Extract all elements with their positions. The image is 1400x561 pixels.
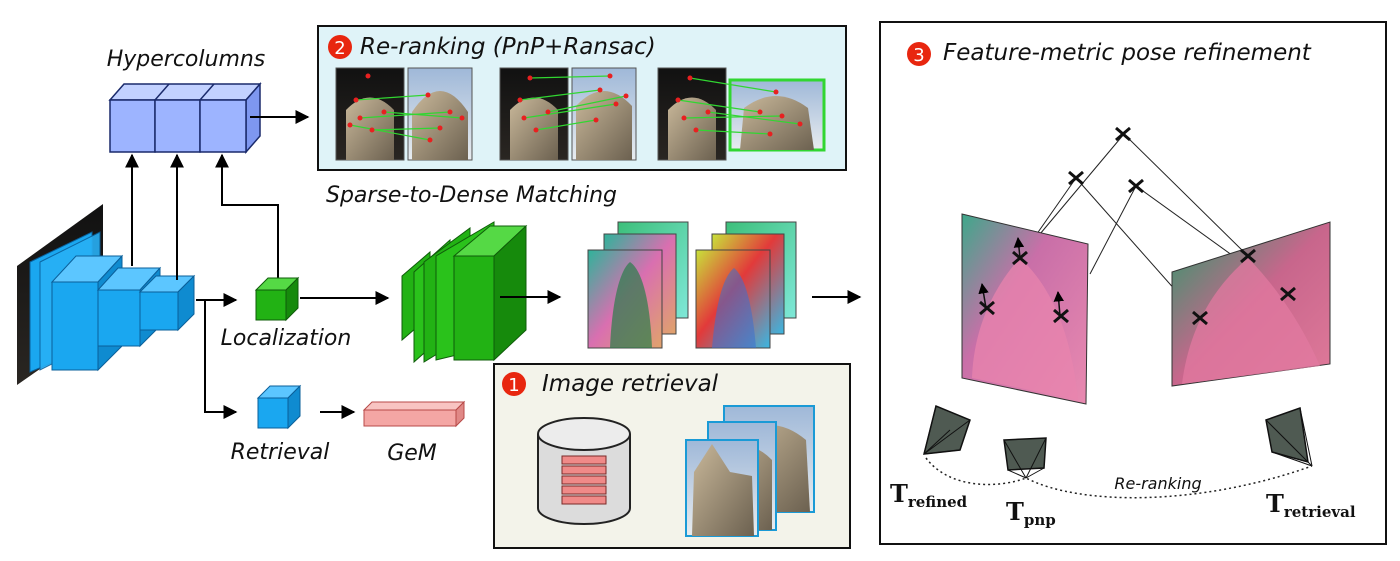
image-retrieval-panel: 1 Image retrieval	[493, 363, 851, 549]
retrieval-head	[256, 384, 302, 430]
pose-refinement-badge	[907, 42, 931, 66]
hypercolumns-block	[108, 82, 262, 154]
feature-map-left	[961, 213, 1089, 405]
pose-label-retrieval: Tretrieval	[1266, 489, 1356, 521]
reranking-title: Re-ranking (PnP+Ransac)	[360, 34, 656, 60]
reranking-arc-label: Re-ranking	[1114, 474, 1201, 493]
localization-label: Localization	[221, 326, 352, 351]
reranking-badge-number: 2	[334, 38, 345, 59]
database-icon	[537, 417, 631, 525]
encoder-network	[29, 231, 196, 373]
retrieved-images	[685, 405, 815, 537]
pose-label-pnp: Tpnp	[1006, 497, 1056, 529]
pose-trajectory	[925, 457, 1313, 499]
localization-decoder	[401, 221, 528, 364]
match-pair-2	[499, 67, 637, 161]
gem-label: GeM	[387, 441, 437, 466]
pose-refinement-panel: 3 Feature-metric pose refinement	[879, 21, 1387, 545]
reranking-panel: 2 Re-ranking (PnP+Ransac)	[317, 25, 847, 171]
image-retrieval-title: Image retrieval	[542, 371, 719, 397]
reranking-badge	[328, 35, 352, 59]
pose-refinement-title: Feature-metric pose refinement	[943, 40, 1312, 66]
match-pair-1	[335, 67, 473, 161]
localization-head	[254, 276, 300, 322]
encoder-outputs	[196, 293, 238, 419]
pose-refinement-badge-number: 3	[913, 45, 924, 66]
camera-retrieval	[1265, 406, 1313, 467]
retrieval-label: Retrieval	[231, 440, 330, 465]
hypercolumns-label: Hypercolumns	[107, 47, 266, 72]
camera-pnp	[1003, 437, 1047, 479]
refinement-vectors	[978, 236, 1065, 317]
gem-vector	[362, 400, 466, 428]
camera-refined	[923, 404, 971, 455]
image-retrieval-badge	[502, 372, 526, 396]
feature-map-right	[1171, 221, 1331, 387]
sparse-to-dense-label: Sparse-to-Dense Matching	[326, 183, 617, 208]
image-retrieval-badge-number: 1	[508, 375, 519, 396]
dense-feature-maps	[587, 221, 797, 349]
hypercolumn-connectors	[125, 110, 310, 284]
match-pair-3	[657, 67, 826, 161]
pose-label-refined: Trefined	[890, 479, 968, 511]
